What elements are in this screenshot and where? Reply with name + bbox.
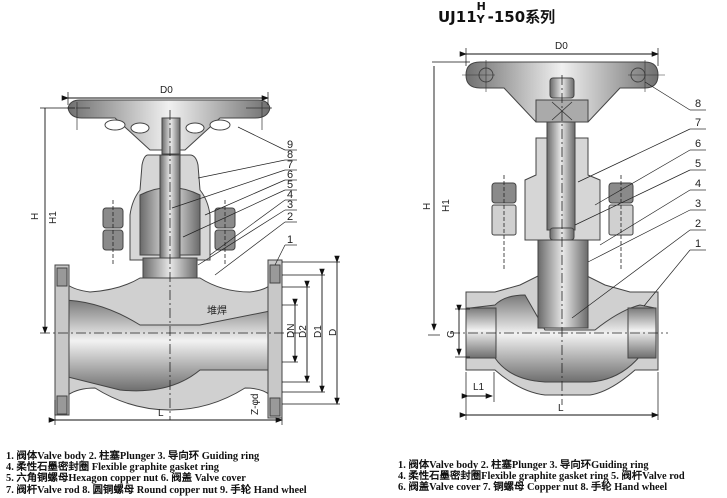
right-callout-8: 8 (695, 98, 701, 110)
right-callout-2: 2 (695, 218, 701, 230)
left-callouts: 9 8 7 6 5 4 3 2 1 (171, 126, 297, 276)
left-parts-legend: 1. 阀体Valve body 2. 柱塞Plunger 3. 导向环 Guid… (6, 451, 307, 496)
right-callout-6: 6 (695, 138, 701, 150)
left-callout-7: 7 (287, 159, 293, 171)
left-dim-h: H (30, 213, 41, 220)
legend-line: 5. 六角铜螺母Hexagon copper nut 6. 阀盖 Valve c… (6, 473, 246, 485)
left-handwheel (67, 99, 272, 155)
right-callout-3: 3 (695, 198, 701, 210)
left-dim-dn: DN (286, 324, 297, 338)
right-dim-h1: H1 (441, 199, 452, 212)
left-callout-8: 8 (287, 149, 293, 161)
left-callout-5: 5 (287, 179, 293, 191)
legend-line: 1. 阀体Valve body 2. 柱塞Plunger 3. 导向环 Guid… (6, 451, 260, 462)
series-title-sup: H (476, 0, 486, 13)
left-dim-d2: D2 (298, 325, 309, 338)
right-callout-4: 4 (695, 178, 701, 190)
legend-line: 6. 阀盖Valve cover 7. 铜螺母 Copper nut 8. 手轮… (398, 482, 668, 494)
left-callout-2: 2 (287, 211, 293, 223)
left-dim-d: D (328, 329, 339, 336)
left-dim-d1: D1 (313, 325, 324, 338)
right-valve-drawing: D0 H H1 G L1 L 8 7 6 (422, 41, 706, 420)
series-title-prefix: UJ11 (438, 8, 477, 26)
series-title-suffix: -150系列 (487, 8, 556, 26)
left-callout-9: 9 (287, 139, 293, 151)
left-callout-6: 6 (287, 169, 293, 181)
left-dim-z-d: Z-φd (250, 394, 261, 415)
legend-line: 4. 柔性石墨密封圈Flexible graphite gasket ring … (398, 471, 685, 483)
right-dim-d0: D0 (555, 41, 568, 52)
right-dim-l: L (558, 403, 564, 414)
left-weld-annotation: 堆焊 (207, 305, 227, 317)
right-parts-legend: 1. 阀体Valve body 2. 柱塞Plunger 3. 导向环Guidi… (398, 460, 685, 494)
right-dim-l1: L1 (473, 382, 485, 393)
right-callouts: 8 7 6 5 4 3 2 1 (571, 81, 706, 319)
left-callout-1: 1 (287, 234, 293, 246)
left-callout-4: 4 (287, 189, 293, 201)
legend-line: 4. 柔性石墨密封圈 Flexible graphite gasket ring (6, 462, 219, 474)
left-dim-l: L (158, 408, 164, 419)
right-dim-h: H (422, 203, 433, 210)
left-dim-h1: H1 (48, 211, 59, 224)
right-callout-5: 5 (695, 158, 701, 170)
legend-line: 7. 阀杆Valve rod 8. 圆铜螺母 Round copper nut … (6, 484, 307, 496)
right-callout-7: 7 (695, 117, 701, 129)
left-dim-d0: D0 (160, 85, 173, 96)
left-callout-3: 3 (287, 199, 293, 211)
right-bolts (491, 175, 634, 270)
legend-line: 1. 阀体Valve body 2. 柱塞Plunger 3. 导向环Guidi… (398, 460, 649, 471)
right-handwheel (462, 60, 665, 123)
series-title-sub: Y (476, 13, 485, 26)
left-valve-drawing: D0 H H1 DN D2 D1 D Z-φd L 堆焊 (30, 85, 340, 425)
right-dim-g: G (446, 330, 457, 338)
right-callout-1: 1 (695, 238, 701, 250)
